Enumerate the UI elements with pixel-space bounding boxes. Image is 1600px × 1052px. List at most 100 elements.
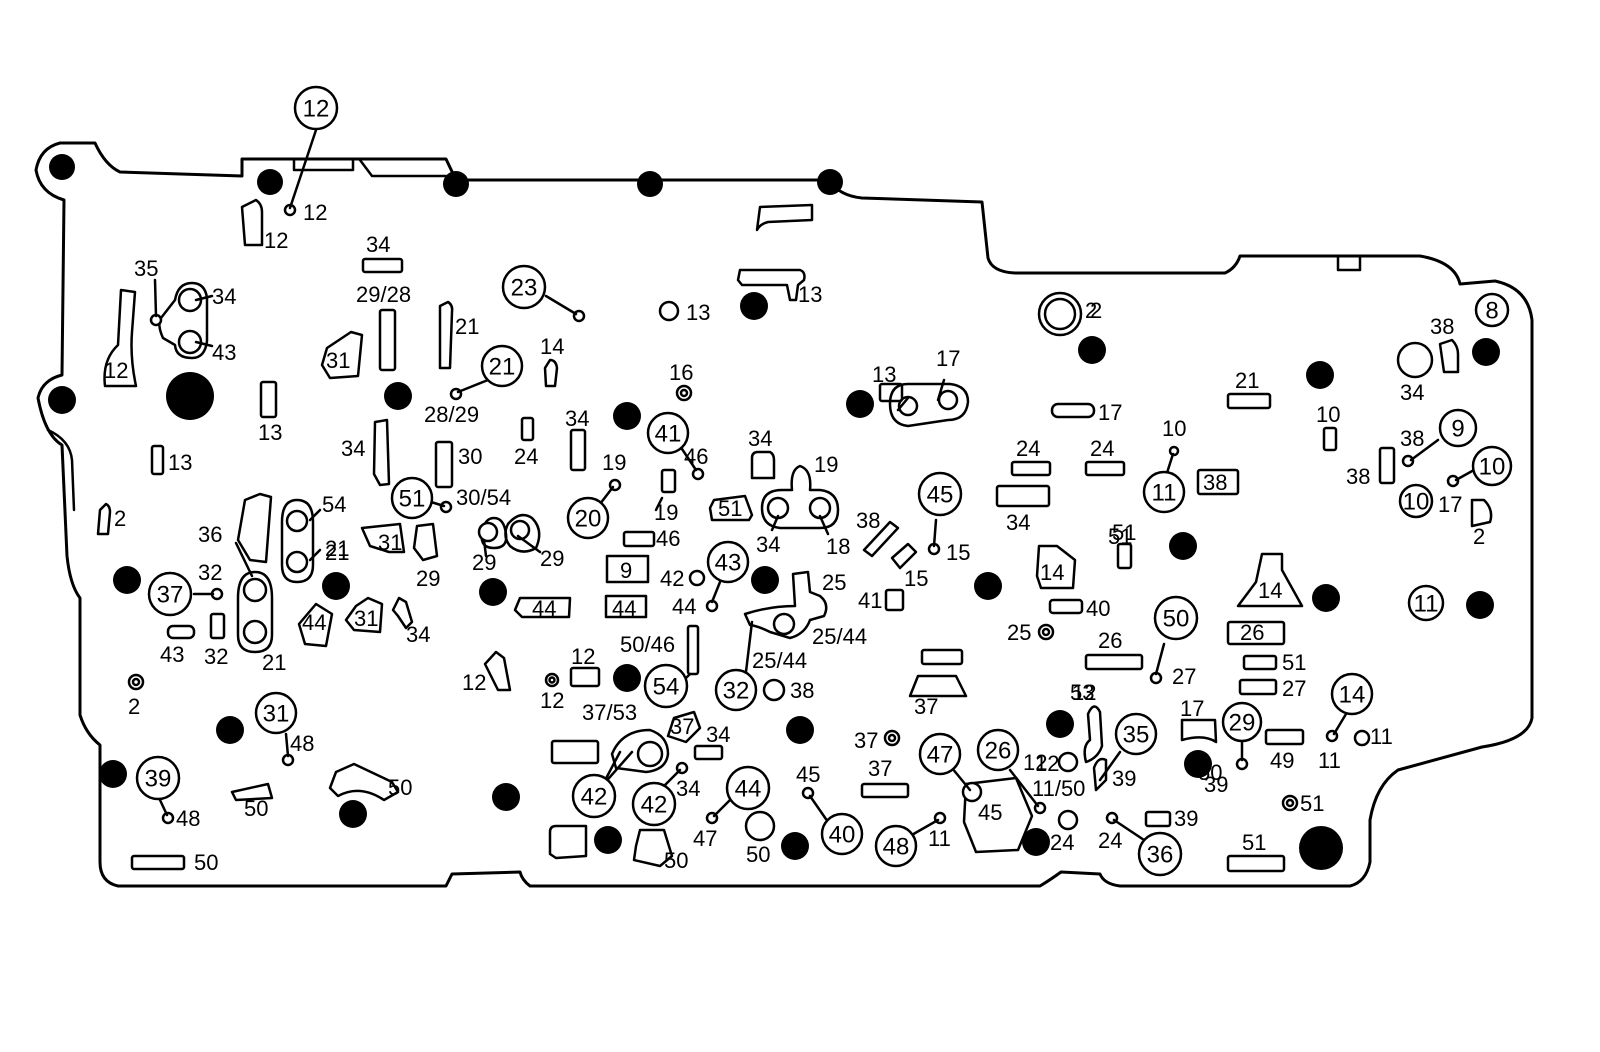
- callout-36: 36: [1137, 831, 1183, 877]
- callout-9: 9: [1438, 408, 1478, 448]
- part-label: 13: [258, 420, 282, 445]
- callout-14: 14: [1330, 672, 1374, 716]
- part-label: 50: [746, 842, 770, 867]
- part-label: 31: [354, 606, 378, 631]
- part-label: 2: [1473, 524, 1485, 549]
- part-label: 11: [928, 826, 951, 851]
- part-label: 34: [341, 436, 365, 461]
- part-label: 15: [946, 540, 970, 565]
- part-label: 12: [462, 670, 486, 695]
- callout-label: 45: [927, 482, 954, 509]
- part-label: 49: [1270, 748, 1294, 773]
- callout-32: 32: [714, 668, 758, 712]
- part-label: 27: [1172, 664, 1196, 689]
- part-label: 24: [1090, 436, 1114, 461]
- part-label: 38: [1430, 314, 1454, 339]
- part-label: 16: [669, 360, 693, 385]
- callout-circle: [1114, 712, 1158, 756]
- part-label: 51: [1282, 650, 1306, 675]
- part-label: 48: [176, 806, 200, 831]
- part-label: 34: [565, 406, 589, 431]
- callout-circle: [917, 471, 963, 517]
- part-label: 34: [676, 776, 700, 801]
- callout-circle: [1398, 483, 1434, 519]
- part-label: 13: [168, 450, 192, 475]
- callout-circle: [390, 476, 434, 520]
- part-label: 51: [1112, 520, 1136, 545]
- part-label: 21: [455, 314, 479, 339]
- part-label: 30: [458, 444, 482, 469]
- callout-circle: [976, 728, 1020, 772]
- part-label: 50: [194, 850, 218, 875]
- part-label: 34: [366, 232, 390, 257]
- part-label: 13: [686, 300, 710, 325]
- part-label: 11: [1370, 724, 1393, 749]
- part-label: 38: [1346, 464, 1370, 489]
- part-label: 12: [1072, 680, 1096, 705]
- part-label: 13: [798, 282, 822, 307]
- part-label: 50: [244, 796, 268, 821]
- callout-label: 29: [1229, 710, 1256, 737]
- part-label: 17: [936, 346, 960, 371]
- part-label: 43: [160, 642, 184, 667]
- part-label: 2: [128, 694, 140, 719]
- part-label: 27: [1282, 676, 1306, 701]
- part-label: 38: [1203, 470, 1227, 495]
- callout-44: 44: [725, 765, 771, 811]
- part-label: 46: [656, 526, 680, 551]
- part-label: 15: [904, 566, 928, 591]
- callout-circle: [1142, 470, 1186, 514]
- part-label: 12: [1035, 751, 1059, 776]
- part-label: 34: [748, 426, 772, 451]
- part-label: 50/46: [620, 632, 675, 657]
- callout-label: 51: [399, 486, 426, 513]
- part-label: 41: [858, 588, 882, 613]
- callout-circle: [918, 732, 962, 776]
- callout-label: 54: [653, 674, 680, 701]
- part-label: 32: [204, 644, 228, 669]
- part-label: 26: [1240, 620, 1264, 645]
- part-label: 50: [1198, 760, 1222, 785]
- callout-54: 54: [643, 663, 689, 709]
- callout-label: 20: [575, 506, 602, 533]
- plate-inner-edge: [46, 428, 76, 512]
- callout-label: 12: [303, 96, 330, 123]
- part-label: 51: [718, 496, 742, 521]
- callout-circle: [501, 264, 547, 310]
- part-label: 28/29: [424, 402, 479, 427]
- callout-label: 43: [715, 550, 742, 577]
- part-label: 17: [1438, 492, 1462, 517]
- callout-label: 39: [145, 766, 172, 793]
- callout-circle: [874, 824, 918, 868]
- callout-29: 29: [1221, 701, 1263, 743]
- part-label: 21: [262, 650, 286, 675]
- part-label: 44: [672, 594, 696, 619]
- callout-43: 43: [706, 540, 750, 584]
- callout-23: 23: [501, 264, 547, 310]
- callout-8: 8: [1474, 292, 1510, 328]
- part-label: 17: [1098, 400, 1122, 425]
- part-label: 46: [684, 444, 708, 469]
- callout-circle: [1407, 584, 1445, 622]
- callout-35: 35: [1114, 712, 1158, 756]
- callout-circle: [820, 812, 864, 856]
- callout-label: 42: [581, 784, 608, 811]
- part-label: 12: [264, 228, 288, 253]
- callout-47: 47: [918, 732, 962, 776]
- part-label: 31: [378, 530, 402, 555]
- callout-label: 23: [511, 275, 538, 302]
- part-label: 48: [290, 731, 314, 756]
- callout-40: 40: [820, 812, 864, 856]
- part-label: 34: [212, 284, 236, 309]
- callout-label: 14: [1339, 682, 1366, 709]
- callout-label: 26: [985, 738, 1012, 765]
- part-label: 42: [660, 566, 684, 591]
- callout-label: 10: [1403, 489, 1430, 516]
- callout-circle: [1330, 672, 1374, 716]
- part-label: 2: [1085, 298, 1097, 323]
- callout-label: 31: [263, 701, 290, 728]
- part-label: 19: [602, 450, 626, 475]
- plate-tab-top: [292, 157, 448, 178]
